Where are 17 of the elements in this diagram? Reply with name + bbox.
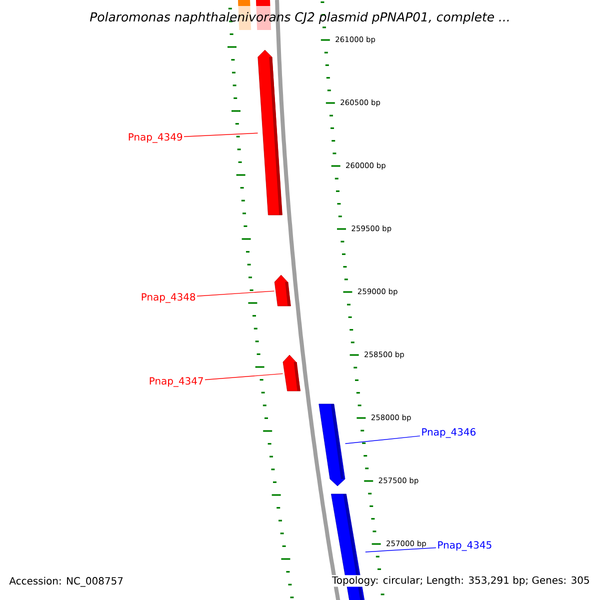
leader-line — [184, 132, 258, 137]
gene-label: Pnap_4346 — [422, 428, 476, 438]
title: Polaromonas naphthalenivorans CJ2 plasmid pPNAP01, complete ... — [90, 12, 509, 24]
gene-label: Pnap_4345 — [438, 541, 492, 551]
gene-block — [282, 354, 300, 392]
leader-line — [344, 436, 420, 444]
gene-label: Pnap_4347 — [150, 377, 203, 387]
gene-block — [274, 274, 291, 306]
leader-line — [365, 547, 436, 552]
gene-block — [258, 50, 282, 216]
gene-label: Pnap_4348 — [142, 293, 196, 303]
leader-line — [204, 373, 284, 380]
info-text: Topology: circular; Length: 353,291 bp; Genes: 305 — [331, 575, 591, 587]
gene-label: Pnap_4349 — [128, 133, 182, 143]
leader-line — [196, 290, 275, 296]
accession-text: Accession: NC_008757 — [9, 576, 123, 587]
gene-block — [318, 404, 346, 486]
